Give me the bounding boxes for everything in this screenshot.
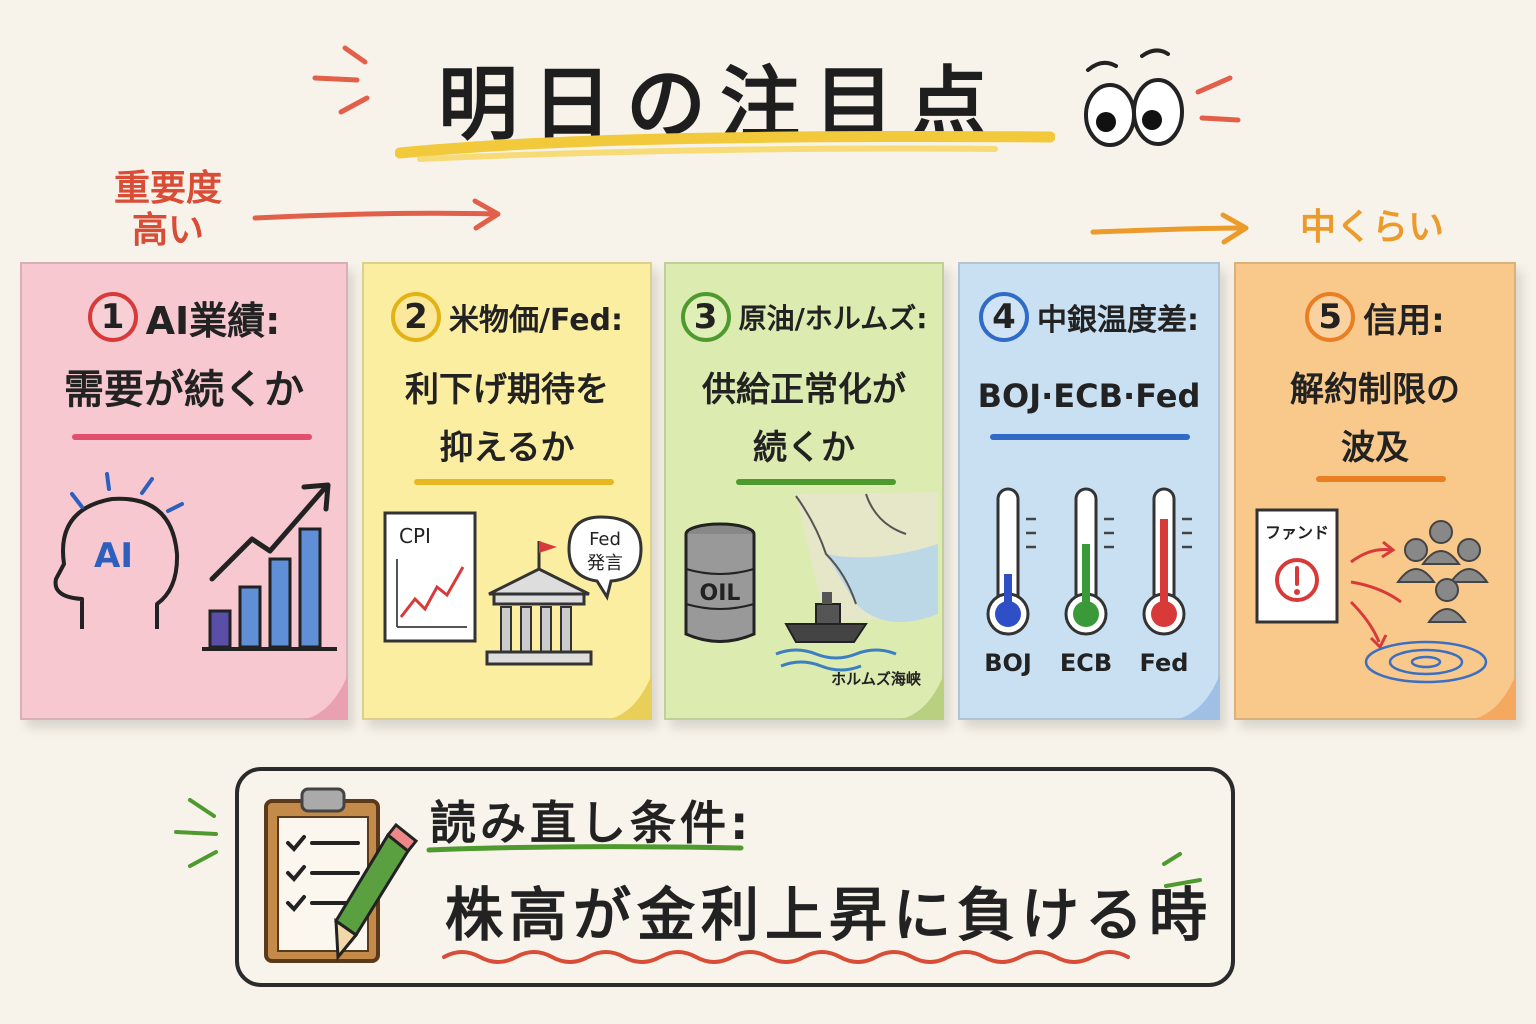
card-subtitle: BOJ·ECB·Fed xyxy=(977,377,1201,415)
card-ai-earnings: 1 AI業績: 需要が続くか AI xyxy=(20,262,348,720)
credit-illustration: ファンド xyxy=(1255,508,1489,684)
fund-document-icon: ファンド xyxy=(1255,508,1339,624)
thermometer-illustration: BOJ ECB Fed xyxy=(984,487,1192,677)
bubble-line1: Fed xyxy=(589,529,621,550)
thermometer-level xyxy=(1160,519,1168,614)
card-number-badge: 2 xyxy=(390,292,441,342)
card-header: 4 中銀温度差: xyxy=(960,286,1218,348)
importance-high-line2: 高い xyxy=(131,210,204,251)
eyes-icon xyxy=(1084,48,1184,147)
oil-barrel-icon: OIL xyxy=(684,522,756,643)
card-subtitle-line1: 利下げ期待を xyxy=(405,370,609,410)
map-icon xyxy=(795,492,938,624)
reread-title-underline xyxy=(426,844,744,853)
thermometer-fed-icon: Fed xyxy=(1140,487,1192,677)
card-number-badge: 1 xyxy=(87,292,138,342)
card-subtitle-line1: 供給正常化が xyxy=(702,370,906,410)
barrel-label: OIL xyxy=(700,581,741,606)
map-label: ホルムズ海峡 xyxy=(831,670,922,688)
card-underline xyxy=(736,479,896,485)
thermometer-label: Fed xyxy=(1140,649,1189,677)
clipboard-checklist-icon xyxy=(264,787,419,963)
card-central-bank-divergence: 4 中銀温度差: BOJ·ECB·Fed BOJ ECB Fed xyxy=(958,262,1220,720)
bar-chart-icon xyxy=(202,527,337,651)
reread-condition-box xyxy=(235,767,1235,987)
card-number-badge: 5 xyxy=(1305,292,1356,342)
card-subtitle-line2: 抑えるか xyxy=(439,428,575,468)
card-subtitle-line2: 続くか xyxy=(753,428,855,468)
card-us-inflation-fed: 2 米物価/Fed: 利下げ期待を 抑えるか CPI Fed 発言 xyxy=(362,262,652,720)
importance-high-label: 重要度 高い xyxy=(98,168,238,252)
thermometer-ecb-icon: ECB xyxy=(1060,487,1114,677)
ripple-icon xyxy=(1364,640,1488,684)
card-heading: 原油/ホルムズ: xyxy=(738,302,928,335)
warning-icon xyxy=(1275,558,1319,602)
page-curl-icon xyxy=(1174,674,1220,720)
card-oil-hormuz: 3 原油/ホルムズ: 供給正常化が 続くか OIL ホルムズ海峡 xyxy=(664,262,944,720)
reread-condition-underline xyxy=(442,950,1130,964)
card-number-badge: 4 xyxy=(979,292,1029,342)
page-curl-icon xyxy=(1470,674,1516,720)
thermometer-label: BOJ xyxy=(984,649,1032,677)
trend-arrow-icon xyxy=(209,482,331,582)
thermometer-level xyxy=(1082,544,1090,614)
card-credit: 5 信用: 解約制限の 波及 ファンド xyxy=(1234,262,1516,720)
card-underline xyxy=(414,479,614,485)
card-heading: 中銀温度差: xyxy=(1037,303,1199,338)
inflation-illustration: CPI Fed 発言 xyxy=(383,511,643,666)
card-subtitle-line2: 波及 xyxy=(1341,428,1409,468)
pencil-icon xyxy=(333,822,419,961)
card-header: 2 米物価/Fed: xyxy=(364,286,650,348)
page-curl-icon xyxy=(606,674,652,720)
ai-head-icon: AI xyxy=(53,472,184,629)
fund-doc-label: ファンド xyxy=(1265,523,1329,542)
page-curl-icon xyxy=(302,674,348,720)
card-underline xyxy=(990,434,1190,440)
reread-title: 読み直し条件: xyxy=(430,796,753,850)
card-subtitle: 需要が続くか xyxy=(64,367,304,413)
ai-head-label: AI xyxy=(94,536,133,576)
thermometer-level xyxy=(1004,574,1012,614)
card-number-badge: 3 xyxy=(680,292,731,342)
card-underline xyxy=(72,434,312,440)
ai-illustration: AI xyxy=(53,472,337,651)
importance-high-line1: 重要度 xyxy=(113,168,222,209)
reread-condition: 株高が金利上昇に負ける時 xyxy=(445,881,1214,949)
speech-bubble-icon: Fed 発言 xyxy=(567,515,643,601)
left-box-emphasis-marks xyxy=(174,798,218,868)
central-bank-icon xyxy=(485,541,593,666)
thermometer-boj-icon: BOJ xyxy=(984,487,1036,677)
card-heading: AI業績: xyxy=(145,298,281,343)
importance-high-arrow-icon xyxy=(252,198,501,231)
card-header: 3 原油/ホルムズ: xyxy=(666,286,942,348)
left-emphasis-marks xyxy=(312,45,370,115)
right-emphasis-marks xyxy=(1195,75,1241,123)
importance-medium-label: 中くらい xyxy=(1299,207,1444,248)
card-header: 1 AI業績: xyxy=(22,286,346,348)
people-icon xyxy=(1396,520,1489,623)
card-underline xyxy=(1316,476,1446,482)
card-header: 5 信用: xyxy=(1236,286,1514,348)
tanker-ship-icon xyxy=(775,592,897,672)
oil-illustration: OIL ホルムズ海峡 xyxy=(684,492,938,688)
right-box-emphasis-marks xyxy=(1162,852,1202,888)
card-subtitle-line1: 解約制限の xyxy=(1290,370,1460,410)
cpi-chart-icon: CPI xyxy=(383,511,477,643)
bubble-line2: 発言 xyxy=(587,553,623,574)
cpi-label: CPI xyxy=(399,524,431,548)
title-underline xyxy=(395,131,1055,162)
importance-medium-arrow-icon xyxy=(1090,212,1249,245)
page-curl-icon xyxy=(898,674,944,720)
card-heading: 米物価/Fed: xyxy=(448,303,624,338)
card-heading: 信用: xyxy=(1363,300,1445,341)
thermometer-label: ECB xyxy=(1060,649,1112,677)
